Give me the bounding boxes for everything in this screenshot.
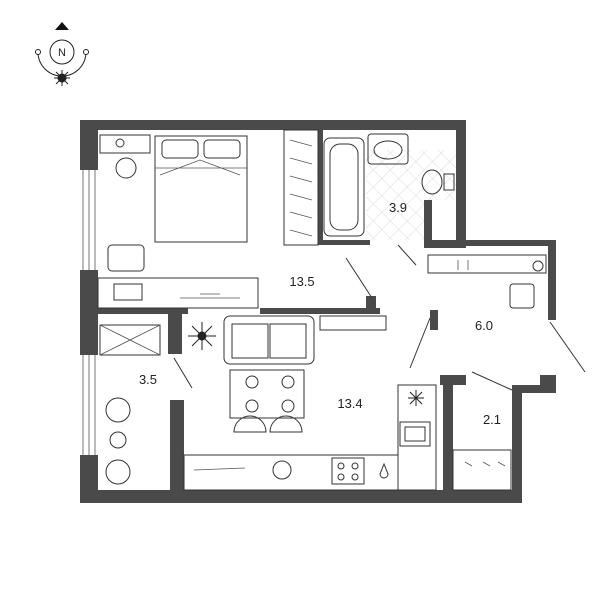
storage-door xyxy=(471,371,513,391)
room-area-bathroom: 3.9 xyxy=(389,200,407,215)
bedroom-furniture xyxy=(97,129,373,309)
balcony-furniture xyxy=(99,324,193,485)
sink-icon xyxy=(367,133,409,165)
bathtub-icon xyxy=(323,137,365,237)
toilet-icon xyxy=(421,169,443,195)
bathroom-door xyxy=(397,244,417,266)
chair-icon xyxy=(105,459,131,485)
kitchen-door xyxy=(409,317,431,369)
north-arrow-icon xyxy=(55,22,69,30)
desk-chair-icon xyxy=(107,244,145,272)
tv-stand xyxy=(319,315,387,331)
bedroom-door xyxy=(345,257,373,299)
sun-icon xyxy=(54,70,70,86)
compass-north-label: N xyxy=(58,47,66,59)
room-area-kitchen-living: 13.4 xyxy=(337,396,362,411)
chair-icon xyxy=(105,397,131,423)
entrance-door xyxy=(549,321,586,373)
room-area-balcony: 3.5 xyxy=(139,372,157,387)
compass-circle xyxy=(49,39,75,65)
pillow-icon xyxy=(161,139,199,159)
snowflake-icon xyxy=(408,390,424,406)
walls xyxy=(80,120,556,503)
room-area-bedroom: 13.5 xyxy=(289,274,314,289)
kitchen-counter-side xyxy=(397,384,437,491)
sofa-icon xyxy=(223,315,315,365)
balcony-door xyxy=(173,357,193,389)
washer-icon xyxy=(272,460,292,480)
room-area-hall: 6.0 xyxy=(475,318,493,333)
windows xyxy=(82,170,96,455)
hall-furniture xyxy=(409,254,586,373)
compass: N xyxy=(35,22,89,86)
stove-icon xyxy=(331,457,365,485)
drop-icon xyxy=(379,462,389,479)
storage-shelf xyxy=(452,449,512,491)
bathroom-fixtures xyxy=(323,133,455,266)
vanity-table xyxy=(99,134,151,154)
room-area-storage: 2.1 xyxy=(483,412,501,427)
balcony-cabinet xyxy=(99,324,161,356)
plant-icon xyxy=(188,322,216,350)
round-table-icon xyxy=(109,431,127,449)
pillow-icon xyxy=(203,139,241,159)
chair-icon xyxy=(233,415,267,433)
chair-icon xyxy=(269,415,303,433)
kitchen-furniture xyxy=(183,315,437,491)
dining-table xyxy=(229,369,305,419)
hall-shelf xyxy=(427,254,547,274)
double-bed xyxy=(154,135,248,243)
desk xyxy=(97,277,259,309)
kitchen-sink-icon xyxy=(399,421,431,447)
washing-machine-icon xyxy=(509,283,535,309)
stool-icon xyxy=(115,157,137,179)
wardrobe xyxy=(283,129,319,246)
storage-furniture xyxy=(452,371,513,491)
